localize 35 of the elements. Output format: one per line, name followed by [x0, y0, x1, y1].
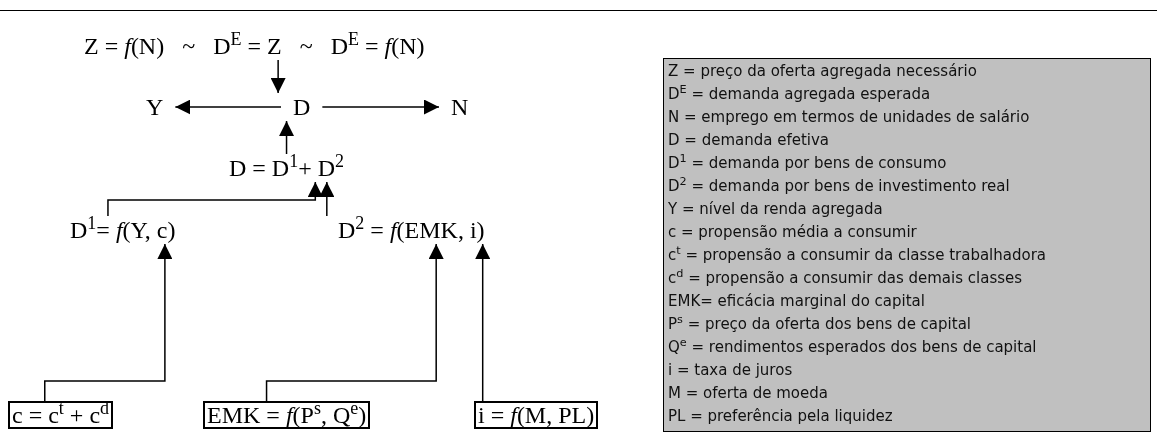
- definition-text: PL = preferência pela liquidez: [668, 406, 894, 427]
- definition-text: D$^{2}$ = demanda por bens de investimento real: [668, 175, 1011, 197]
- definition-text: i = taxa de juros: [668, 360, 794, 381]
- arrow: [107, 181, 323, 217]
- formula-box: EMK = f(P$^{s}$, Q$^{e}$): [203, 401, 371, 429]
- definition-text: EMK= eficácia marginal do capital: [668, 291, 926, 312]
- formula-box: i = f(M, PL): [474, 401, 599, 429]
- arrow: [270, 59, 286, 94]
- arrow: [475, 243, 491, 402]
- arrow: [265, 243, 444, 402]
- arrow: [279, 120, 295, 155]
- definition-text: c = propensão média a consumir: [668, 222, 918, 243]
- definition-text: Z = preço da oferta agregada necessário: [668, 61, 978, 82]
- formula-text: N: [451, 93, 469, 121]
- formula-text: D$^{1}$= f(Y, c): [70, 216, 176, 244]
- definition-text: Q$^{e}$ = rendimentos esperados dos bens de capital: [668, 336, 1038, 358]
- formula-text: Y: [146, 93, 164, 121]
- arrow: [44, 243, 173, 402]
- definition-text: D$^{1}$ = demanda por bens de consumo: [668, 152, 948, 174]
- definition-text: c$^{t}$ = propensão a consumir da classe trabalhadora: [668, 244, 1048, 266]
- definition-text: M = oferta de moeda: [668, 383, 829, 404]
- legend-panel: [663, 58, 1151, 432]
- arrow: [174, 99, 282, 115]
- arrow: [319, 181, 335, 217]
- definition-text: D = demanda efetiva: [668, 130, 831, 151]
- arrow: [321, 99, 440, 115]
- formula-text: Z = f(N) ~ D$^{E}$ = Z ~ D$^{E}$ = f(N): [84, 32, 425, 60]
- formula-text: D = D$^{1}$+ D$^{2}$: [229, 154, 345, 182]
- formula-text: D$^{2}$ = f(EMK, i): [338, 216, 485, 244]
- definition-text: D$^{E}$ = demanda agregada esperada: [668, 83, 932, 105]
- definition-text: P$^{s}$ = preço da oferta dos bens de capital: [668, 313, 972, 335]
- formula-text: D: [293, 93, 311, 121]
- definition-text: c$^{d}$ = propensão a consumir das demais classes: [668, 267, 1024, 289]
- definition-text: Y = nível da renda agregada: [668, 199, 884, 220]
- definition-text: N = emprego em termos de unidades de salário: [668, 107, 1031, 128]
